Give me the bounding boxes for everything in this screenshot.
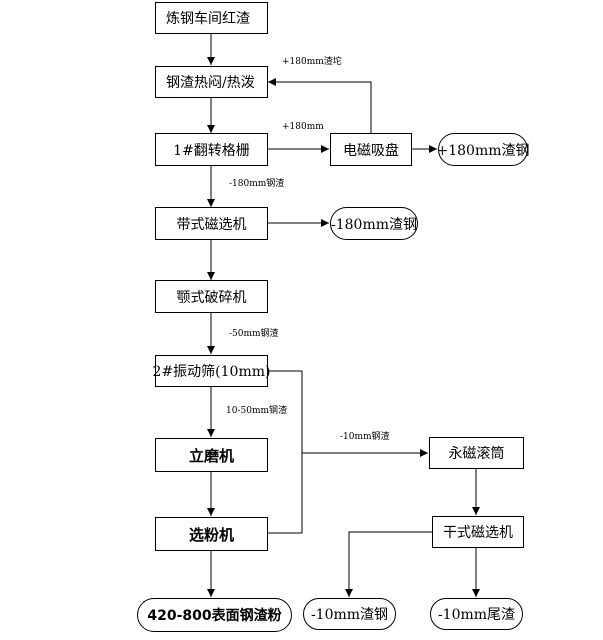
node-electromagnetic-disc: 电磁吸盘 (330, 133, 412, 166)
node-permanent-drum: 永磁滚筒 (429, 437, 524, 469)
edge-dry-to-steel10 (345, 531, 432, 597)
node-grid-1: 1#翻转格栅 (155, 133, 268, 166)
edge-screen-loop (268, 370, 303, 534)
node-dry-magnetic: 干式磁选机 (432, 516, 524, 548)
node-tailings-10-minus: -10mm尾渣 (430, 598, 523, 630)
node-steel-10-minus: -10mm渣钢 (303, 598, 396, 630)
node-vertical-mill: 立磨机 (155, 438, 268, 472)
node-product-powder: 420-800表面钢渣粉 (137, 598, 292, 632)
label-to-disc-180: +180mm (282, 122, 324, 132)
node-powder-separator: 选粉机 (155, 517, 268, 551)
node-hot-stuffy: 钢渣热闷/热泼 (155, 66, 268, 98)
node-steel-180-plus: +180mm渣钢 (437, 133, 530, 166)
label-slag-minus-50: -50mm钢渣 (229, 329, 279, 339)
label-slag-minus-180: -180mm钢渣 (229, 179, 285, 189)
node-steel-180-minus: -180mm渣钢 (330, 207, 418, 240)
node-jaw-crusher: 颚式破碎机 (155, 280, 268, 313)
label-return-180: +180mm渣坨 (282, 57, 342, 67)
node-belt-magnetic: 带式磁选机 (155, 207, 268, 240)
node-steelmaking-slag: 炼钢车间红渣 (155, 2, 268, 34)
label-slag-10-50: 10-50mm钢渣 (226, 406, 288, 416)
label-slag-minus-10: -10mm钢渣 (340, 432, 390, 442)
edge-disc-return (268, 78, 372, 133)
node-screen-2: 2#振动筛(10mm) (153, 355, 270, 387)
